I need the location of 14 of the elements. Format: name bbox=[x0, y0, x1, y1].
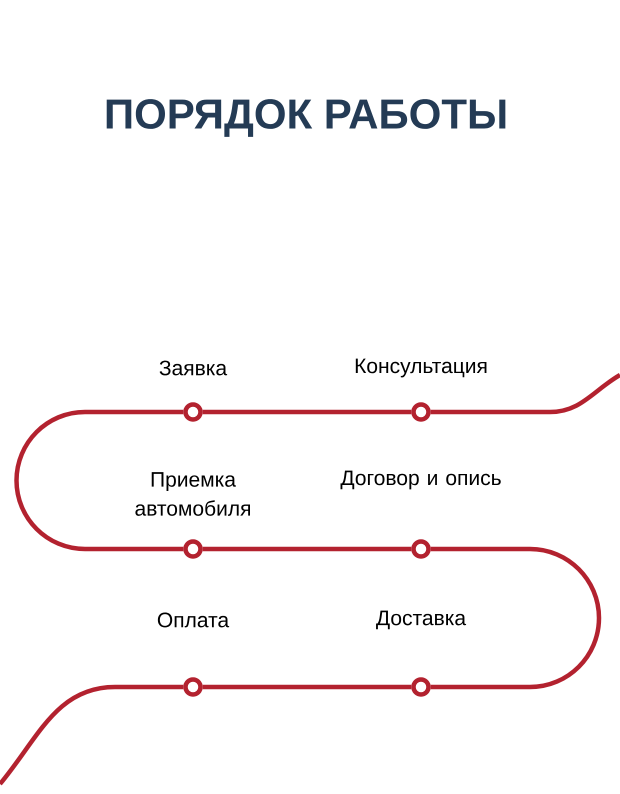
track-line bbox=[430, 546, 602, 690]
stop-label: Оплата bbox=[158, 612, 230, 628]
track-line bbox=[0, 684, 184, 786]
stop-label: Заявка bbox=[160, 360, 228, 376]
stop-label: Консультация bbox=[356, 358, 486, 378]
stop-label: Доставка bbox=[376, 610, 466, 630]
title: ПОРЯДОК РАБОТЫ bbox=[106, 99, 506, 137]
stop-label: Договор и опись bbox=[340, 470, 501, 490]
track-line bbox=[202, 684, 412, 690]
track-line bbox=[430, 373, 620, 414]
stop-label: Приемка автомобиля bbox=[135, 472, 250, 516]
track-line bbox=[202, 410, 412, 414]
track-line bbox=[202, 546, 412, 552]
track-line bbox=[14, 410, 184, 552]
